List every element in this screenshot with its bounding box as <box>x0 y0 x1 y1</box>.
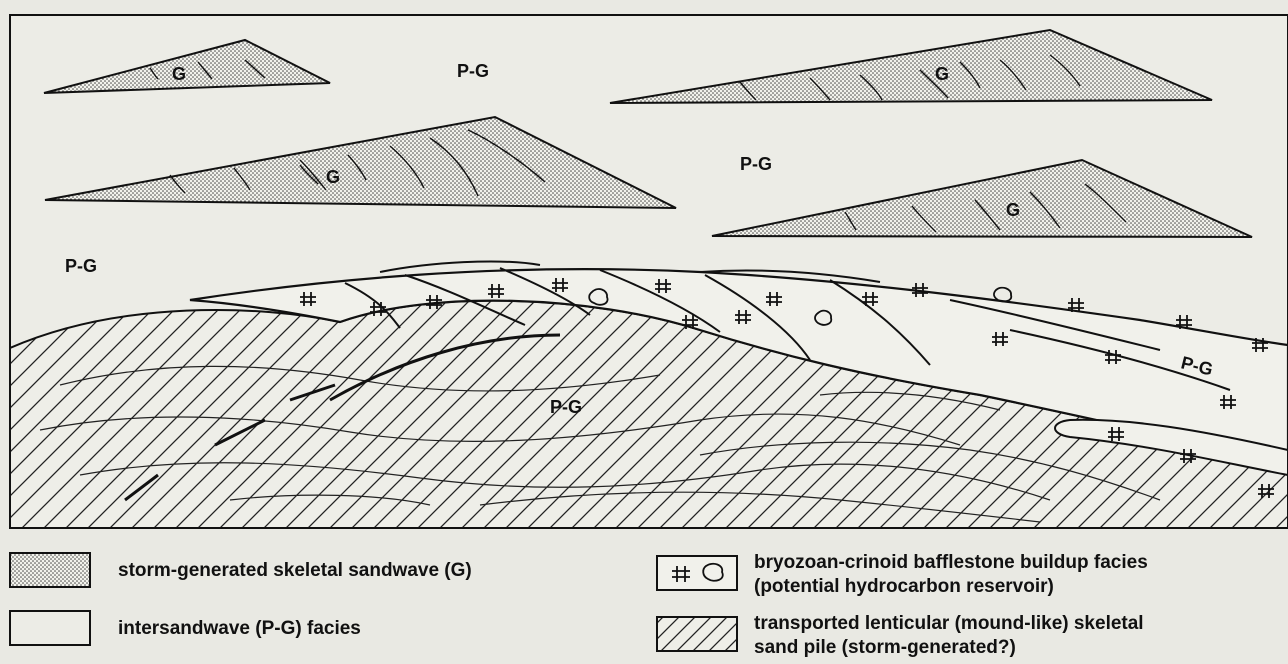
legend-label-intersandwave: intersandwave (P-G) facies <box>118 617 361 640</box>
sandwave-label-2: G <box>935 64 949 84</box>
legend-label-sandwave: storm-generated skeletal sandwave (G) <box>118 559 472 582</box>
pg-label-mid-right: P-G <box>740 154 772 174</box>
legend-swatch-bafflestone <box>657 556 737 590</box>
sandwave-label-1: G <box>172 64 186 84</box>
sandwave-label-3: G <box>326 167 340 187</box>
legend-label-bafflestone-1: bryozoan-crinoid bafflestone buildup fac… <box>754 551 1148 574</box>
legend-label-sandpile-2: sand pile (storm-generated?) <box>754 636 1016 659</box>
legend-swatch-sandwave <box>10 553 90 587</box>
legend-swatch-intersandwave <box>10 611 90 645</box>
sandwave-label-4: G <box>1006 200 1020 220</box>
pg-label-top: P-G <box>457 61 489 81</box>
legend-label-sandpile-1: transported lenticular (mound-like) skel… <box>754 612 1144 635</box>
legend-label-bafflestone-2: (potential hydrocarbon reservoir) <box>754 575 1054 598</box>
legend-swatch-sandpile <box>657 617 737 651</box>
pg-label-center: P-G <box>550 397 582 417</box>
pg-label-left: P-G <box>65 256 97 276</box>
